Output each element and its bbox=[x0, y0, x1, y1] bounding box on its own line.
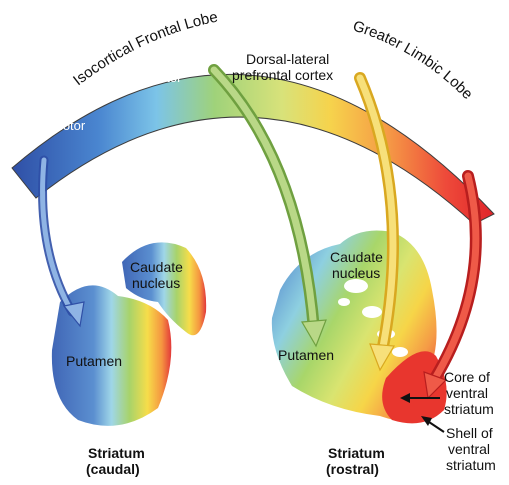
shell-label-line3: striatum bbox=[446, 457, 496, 473]
motor-label: Motor bbox=[52, 118, 86, 133]
caudal-title-line1: Striatum bbox=[88, 445, 145, 461]
caudal-caudate-label-line1: Caudate bbox=[130, 259, 183, 275]
caudal-title-line2: (caudal) bbox=[86, 461, 140, 477]
motor-arrowhead bbox=[62, 301, 85, 328]
caudal-caudate-shape bbox=[122, 242, 207, 336]
caudal-putamen-shape bbox=[51, 285, 172, 426]
shell-label-line1: Shell of bbox=[446, 425, 493, 441]
dlpfc-arrowhead bbox=[369, 343, 395, 372]
shell-label-line2: ventral bbox=[448, 441, 490, 457]
premotor-arrowhead bbox=[301, 319, 327, 348]
core-label-line2: ventral bbox=[446, 385, 488, 401]
dlpfc-label-line1: Dorsal-lateral bbox=[246, 51, 329, 67]
ventral-striatum-shell bbox=[382, 351, 447, 424]
cortex-arc bbox=[11, 73, 495, 225]
limbic-arrowhead bbox=[423, 371, 448, 400]
core-label-line1: Core of bbox=[444, 369, 490, 385]
core-label-line3: striatum bbox=[444, 401, 494, 417]
rostral-title-line1: Striatum bbox=[328, 445, 385, 461]
rostral-caudate-label-line1: Caudate bbox=[330, 249, 383, 265]
premotor-label: Premotor bbox=[128, 70, 182, 85]
shell-pointer-head bbox=[421, 416, 432, 426]
caudal-caudate-label-line2: nucleus bbox=[132, 275, 180, 291]
core-pointer-head bbox=[400, 393, 410, 403]
rostral-caudate-label-line2: nucleus bbox=[332, 265, 380, 281]
caudal-putamen-label: Putamen bbox=[66, 353, 122, 369]
rostral-putamen-label: Putamen bbox=[278, 347, 334, 363]
dlpfc-label-line2: prefrontal cortex bbox=[232, 67, 333, 83]
rostral-title-line2: (rostral) bbox=[326, 461, 379, 477]
